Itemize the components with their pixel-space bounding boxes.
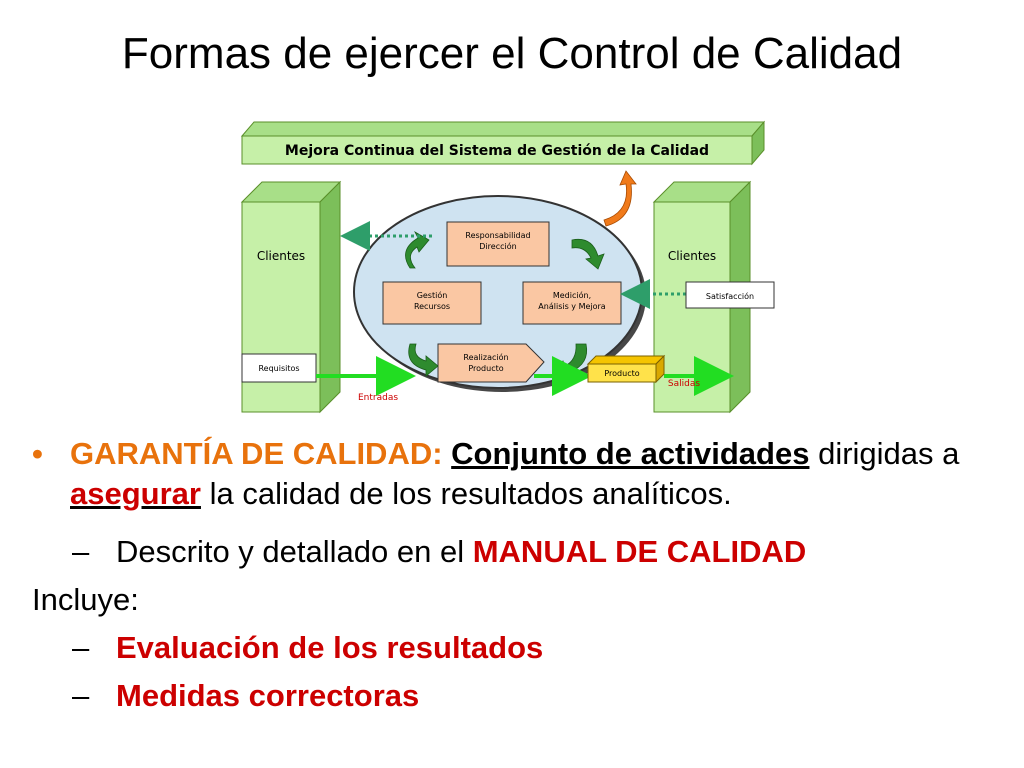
product-box: Producto <box>586 354 666 384</box>
svg-text:Realización: Realización <box>463 352 508 362</box>
bullet-dot: • <box>32 436 43 471</box>
svg-text:Gestión: Gestión <box>417 290 448 300</box>
improvement-banner: Mejora Continua del Sistema de Gestión d… <box>240 120 766 166</box>
quality-management-diagram: Mejora Continua del Sistema de Gestión d… <box>240 120 775 414</box>
improvement-arrow-icon <box>603 170 637 227</box>
guarantee-text-before: dirigidas a <box>818 436 960 471</box>
measurement-box: Medición, Análisis y Mejora <box>522 281 622 325</box>
realization-box: Realización Producto <box>437 343 545 383</box>
svg-text:Satisfacción: Satisfacción <box>706 291 754 301</box>
manual-subbullet: – Descrito y detallado en el MANUAL DE C… <box>72 534 807 569</box>
svg-text:Dirección: Dirección <box>479 241 516 251</box>
svg-text:Producto: Producto <box>604 369 639 378</box>
resources-box: Gestión Recursos <box>382 281 482 325</box>
evaluation-subbullet: – Evaluación de los resultados <box>72 628 543 668</box>
svg-text:Medición,: Medición, <box>553 290 591 300</box>
slide-title: Formas de ejercer el Control de Calidad <box>121 29 903 78</box>
guarantee-heading: GARANTÍA DE CALIDAD: <box>70 436 443 471</box>
svg-text:Requisitos: Requisitos <box>258 364 299 373</box>
manual-text: Descrito y detallado en el <box>116 534 465 569</box>
evaluation-text: Evaluación de los resultados <box>116 630 544 665</box>
outputs-label: Salidas <box>668 379 700 389</box>
corrective-text: Medidas correctoras <box>116 678 420 713</box>
svg-text:Análisis y Mejora: Análisis y Mejora <box>538 302 606 311</box>
requirements-box: Requisitos <box>241 353 317 383</box>
svg-text:Producto: Producto <box>468 364 503 373</box>
guarantee-bullet: • GARANTÍA DE CALIDAD: Conjunto de activ… <box>32 434 992 514</box>
corrective-subbullet: – Medidas correctoras <box>72 676 419 716</box>
guarantee-definition: Conjunto de actividades <box>451 436 810 471</box>
svg-text:Recursos: Recursos <box>414 302 450 311</box>
guarantee-text-after: la calidad de los resultados analíticos. <box>209 476 732 511</box>
inputs-label: Entradas <box>358 393 398 403</box>
banner-label: Mejora Continua del Sistema de Gestión d… <box>285 143 709 159</box>
svg-text:Responsabilidad: Responsabilidad <box>465 231 530 240</box>
manual-emphasis: MANUAL DE CALIDAD <box>472 534 807 569</box>
right-clients-label: Clientes <box>668 249 716 263</box>
left-clients-label: Clientes <box>257 249 305 263</box>
satisfaction-box: Satisfacción <box>685 281 775 309</box>
incluye-label: Incluye: <box>32 582 139 617</box>
guarantee-emphasis: asegurar <box>70 476 201 511</box>
responsibility-box: Responsabilidad Dirección <box>446 221 550 267</box>
